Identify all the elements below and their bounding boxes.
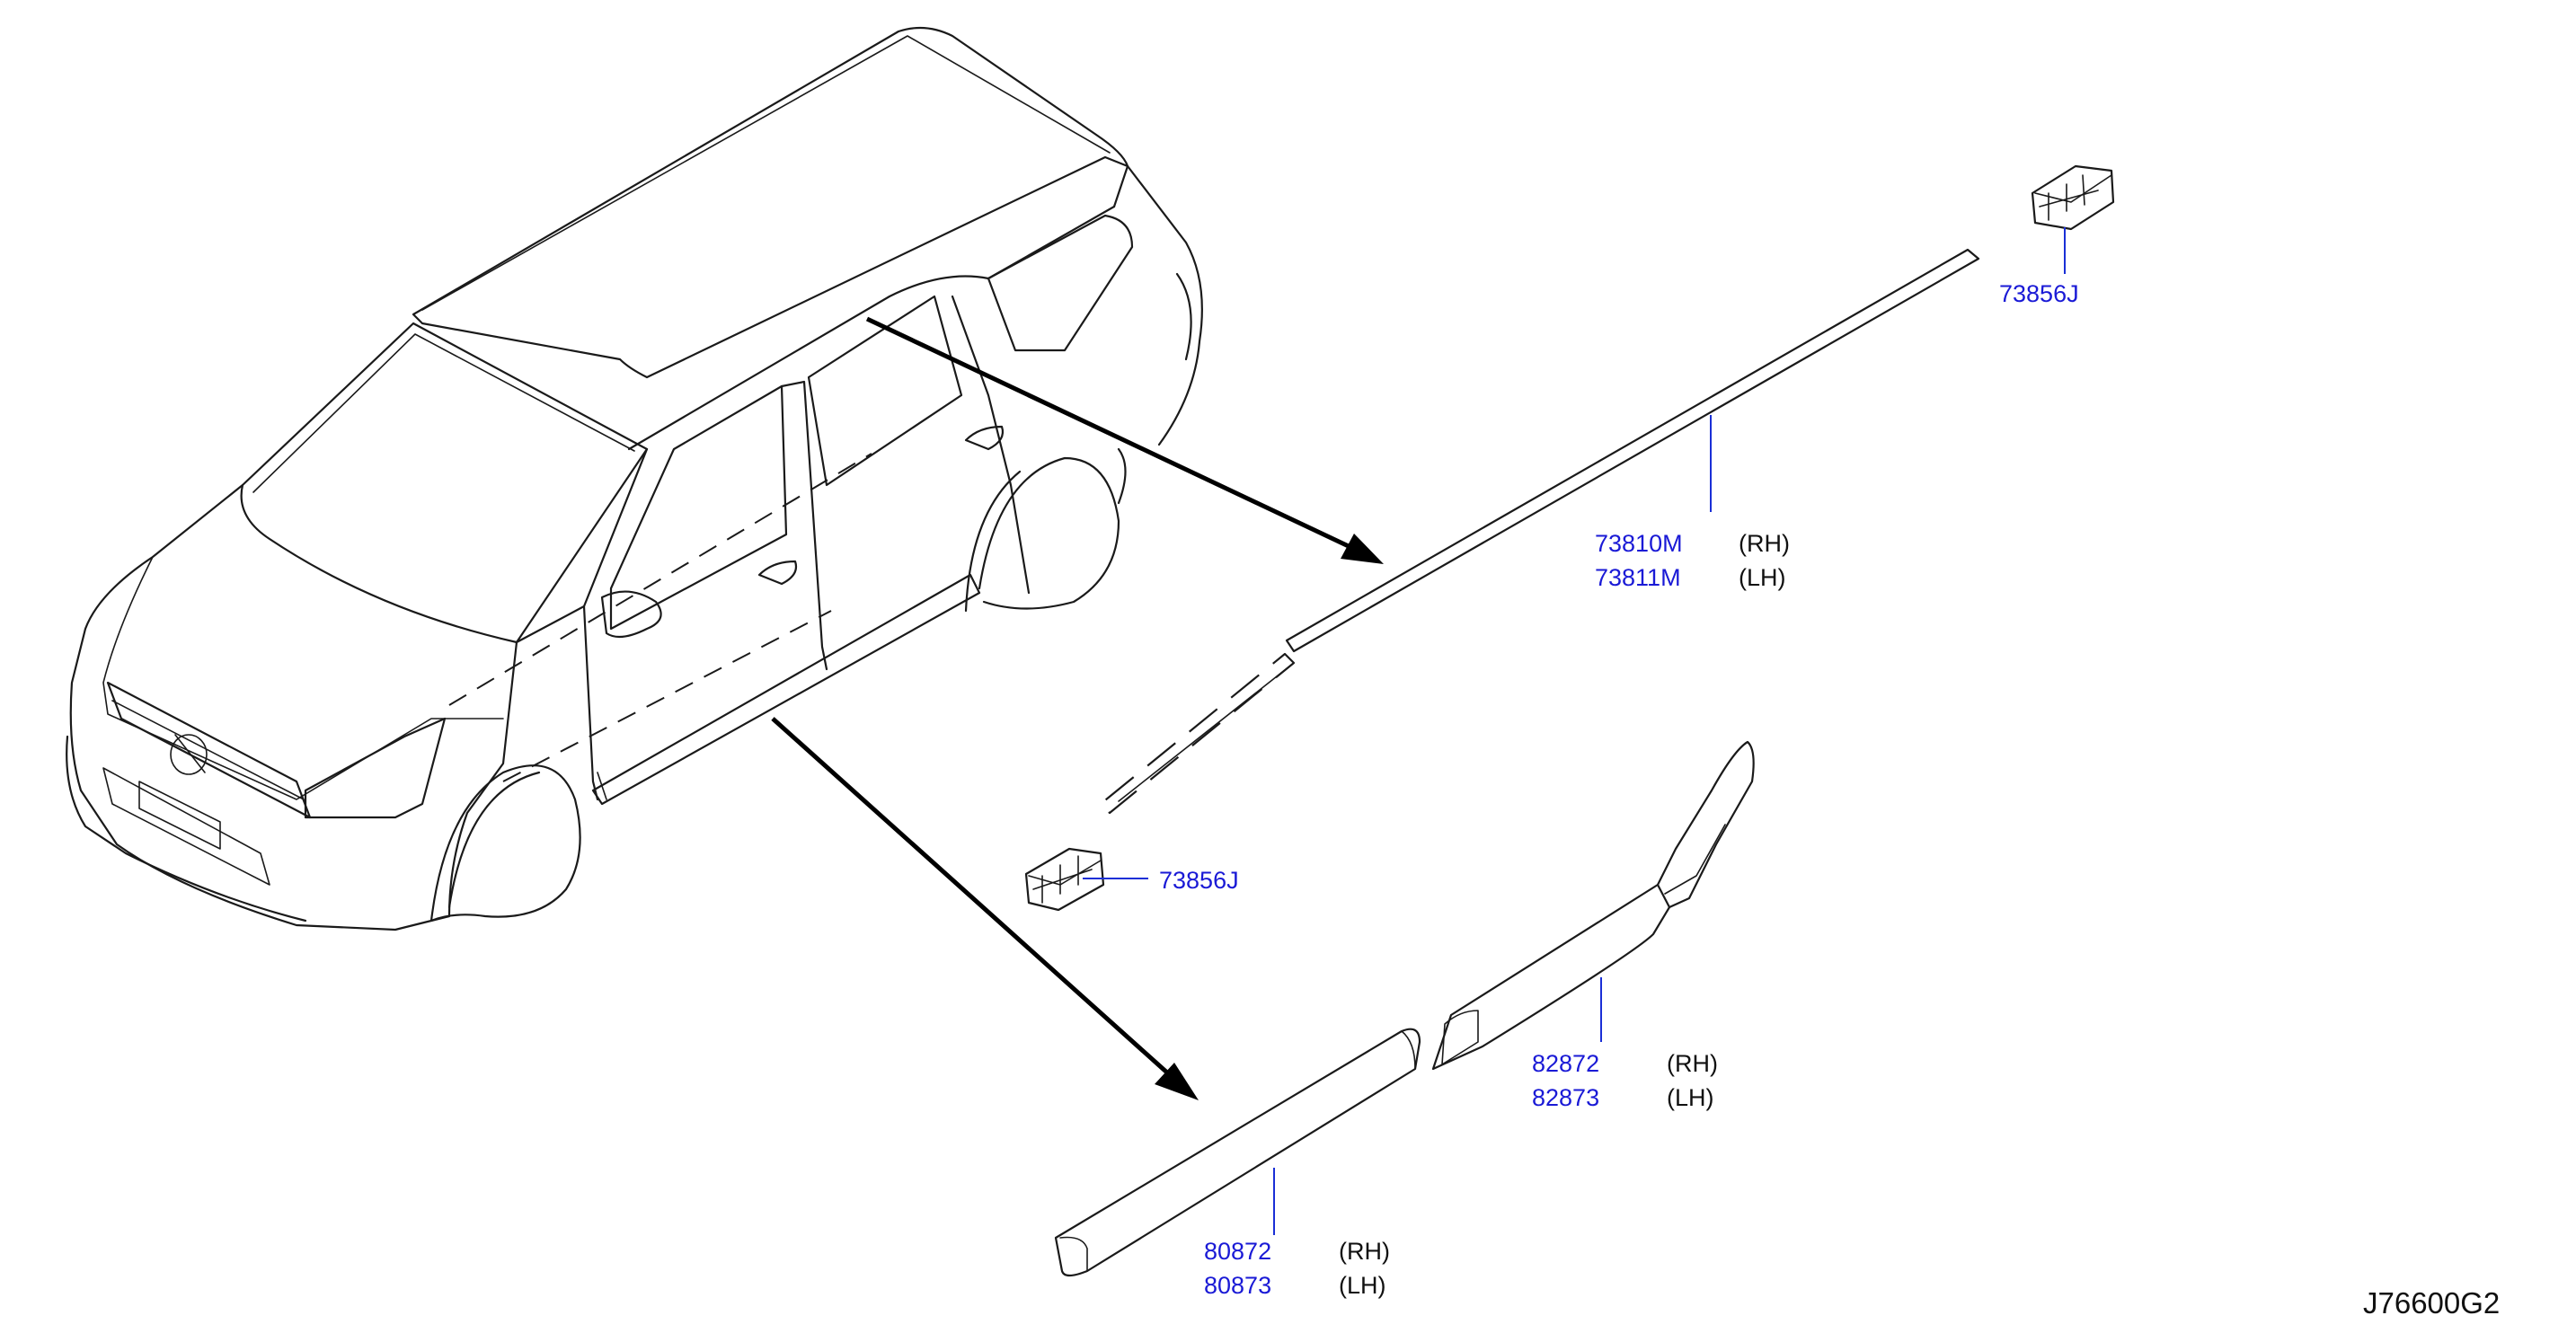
vehicle-hood — [69, 483, 518, 931]
front-door-molding-part — [1054, 1028, 1421, 1277]
rear-door-molding-lh-part-number: 82873 — [1532, 1084, 1600, 1111]
front-door-molding-rh-side: (RH) — [1339, 1238, 1390, 1265]
roof-molding-rh-row: 73810M (RH) — [1595, 526, 1790, 561]
arrow-to-roof-molding — [865, 316, 1354, 551]
front-door-molding-lh-row: 80873 (LH) — [1204, 1268, 1390, 1302]
front-door-molding-rh-part-number: 80872 — [1204, 1238, 1272, 1265]
front-door-molding-rh-row: 80872 (RH) — [1204, 1234, 1390, 1268]
rear-door-molding-lh-row: 82873 (LH) — [1532, 1081, 1718, 1115]
rear-door-molding-part — [1431, 740, 1755, 1071]
rear-door-molding-rh-part-number: 82872 — [1532, 1050, 1600, 1077]
vehicle-illustration — [66, 26, 1203, 931]
roof-molding-callout: 73810M (RH) 73811M (LH) — [1595, 526, 1790, 595]
roof-molding-lh-part-number: 73811M — [1595, 564, 1681, 591]
rear-door-molding-callout: 82872 (RH) 82873 (LH) — [1532, 1046, 1718, 1115]
clip-mid-part — [1024, 847, 1148, 912]
vehicle-quarter-window — [987, 214, 1134, 352]
vehicle-rear-wheel — [978, 456, 1120, 610]
front-door-molding-callout: 80872 (RH) 80873 (LH) — [1204, 1234, 1390, 1302]
vehicle-windshield — [240, 322, 649, 644]
roof-molding-part — [1099, 248, 1980, 815]
vehicle-roof — [412, 26, 1129, 379]
vehicle-front-wheel — [429, 764, 581, 923]
diagram-code: J76600G2 — [2363, 1286, 2501, 1320]
roof-molding-lh-side: (LH) — [1739, 564, 1786, 591]
vehicle-headlight — [304, 717, 447, 819]
clip-mid-callout: 73856J — [1159, 863, 1239, 897]
front-door-molding-lh-part-number: 80873 — [1204, 1272, 1272, 1299]
vehicle-rear-window — [807, 295, 963, 487]
arrow-to-door-molding — [771, 717, 1170, 1075]
roof-molding-rh-part-number: 73810M — [1595, 530, 1683, 557]
clip-top-part-number: 73856J — [1999, 280, 2079, 307]
vehicle-front-window — [609, 384, 788, 631]
vehicle-mirror — [600, 590, 662, 639]
front-door-molding-lh-side: (LH) — [1339, 1272, 1386, 1299]
direction-arrows — [771, 316, 1384, 1100]
clip-top-callout: 73856J — [1999, 277, 2079, 311]
rear-door-molding-rh-side: (RH) — [1667, 1050, 1718, 1077]
vehicle-roof-molding-location — [448, 453, 872, 706]
vehicle-sill-molding-location — [502, 610, 832, 782]
rear-door-molding-rh-row: 82872 (RH) — [1532, 1046, 1718, 1081]
roof-molding-rh-side: (RH) — [1739, 530, 1790, 557]
rear-door-molding-lh-side: (LH) — [1667, 1084, 1714, 1111]
roof-molding-lh-row: 73811M (LH) — [1595, 561, 1790, 595]
clip-mid-part-number: 73856J — [1159, 867, 1239, 894]
clip-top-part — [2031, 164, 2115, 274]
